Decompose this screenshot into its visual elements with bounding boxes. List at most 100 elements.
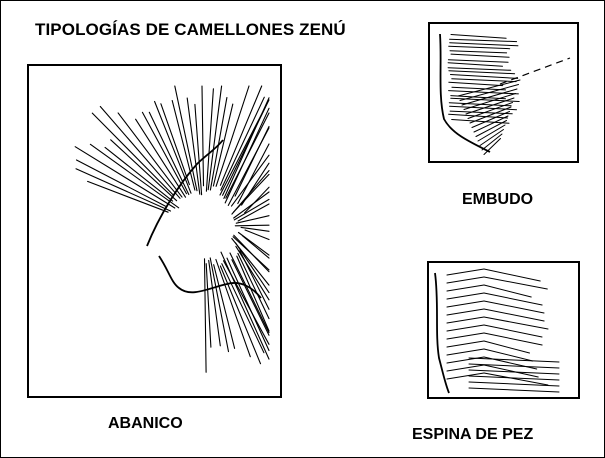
ridge-line [446,284,485,292]
ridge-line [483,348,534,362]
ridge-line [467,102,513,119]
ridge-line [446,356,485,364]
ridge-line [110,139,178,202]
ridge-line [468,369,560,375]
ridge-line [244,229,270,241]
ridge-line [219,85,263,186]
ridge-line [229,252,270,334]
ridge-line [483,340,530,354]
ridge-line [209,257,230,353]
abanico-panel [27,64,282,398]
ridge-line [465,97,515,115]
ridge-line [75,159,167,207]
ridge-line [222,260,270,345]
ridge-line [99,105,181,199]
ridge-line [224,107,270,204]
ridge-line [450,53,510,58]
ridge-line [450,95,506,100]
ridge-line [483,138,501,155]
ridge-line [449,110,513,115]
ridge-line [446,276,485,284]
espina-drawing [434,268,560,394]
ridge-line [235,245,270,301]
river-edge [439,33,491,153]
ridge-line [446,340,485,348]
ridge-line [461,88,518,106]
ridge-line [483,292,543,306]
ridge-line [215,85,250,187]
ridge-line [449,50,508,54]
ridge-line [244,186,270,214]
ridge-line [449,42,519,47]
ridge-line [450,34,507,39]
ridge-line [104,146,174,202]
ridge-line [446,300,485,308]
ridge-line [240,226,270,232]
ridge-line [75,168,172,212]
ridge-line [447,59,509,63]
ridge-line [215,258,251,358]
ridge-line [220,96,265,191]
ridge-line [463,93,516,110]
ridge-line [234,224,270,227]
ridge-line [135,118,187,198]
ridge-line [473,115,509,133]
ridge-line [117,112,183,198]
ridge-line [233,198,270,221]
ridge-line [479,129,504,146]
ridge-line [475,120,507,137]
ridge-line [227,127,270,206]
river-edge [434,272,450,394]
ridge-line [148,111,190,196]
ridge-line [241,235,270,259]
ridge-line [457,79,521,97]
abanico-label: ABANICO [108,415,183,432]
ridge-line [468,363,560,369]
ridge-line [186,97,201,195]
ridge-line [205,88,214,192]
ridge-line [459,84,519,101]
ridge-line [446,316,485,324]
ridge-line [236,255,270,332]
ridge-line [483,332,543,346]
ridge-line [237,203,270,222]
ridge-line [448,113,509,119]
ridge-line [235,215,270,224]
ridge-line [223,97,270,199]
ridge-line [237,143,270,205]
ridge-line [446,292,485,300]
espina-label: ESPINA DE PEZ [412,426,534,443]
ridge-line [448,70,516,75]
ridge-line [447,67,512,71]
ridge-line [239,250,270,310]
ridge-line [74,146,176,209]
espina-panel [427,261,580,399]
figure-title: TIPOLOGÍAS DE CAMELLONES ZENÚ [35,20,346,39]
ridge-line [205,263,212,348]
ridge-line [174,85,198,192]
ridge-line [212,103,234,187]
ridge-line [483,324,543,338]
ridge-line [448,90,519,95]
ridge-line [468,387,560,393]
ridge-line [171,99,196,191]
ridge-line [446,308,485,316]
ridge-line [451,119,510,124]
ridge-line [481,133,503,151]
abanico-drawing [74,85,270,373]
embudo-label: EMBUDO [462,191,534,208]
ridge-line [203,258,207,373]
ridge-line [141,111,188,195]
ridge-line [477,124,506,142]
ridge-line [208,259,221,347]
ridge-line [233,191,270,219]
ridge-line [483,316,549,330]
ridge-line [446,268,485,276]
ridge-line [483,364,539,378]
ridge-line [483,372,549,386]
ridge-line [468,357,560,363]
ridge-line [468,375,560,381]
ridge-line [89,143,180,209]
ridge-line [449,38,518,43]
